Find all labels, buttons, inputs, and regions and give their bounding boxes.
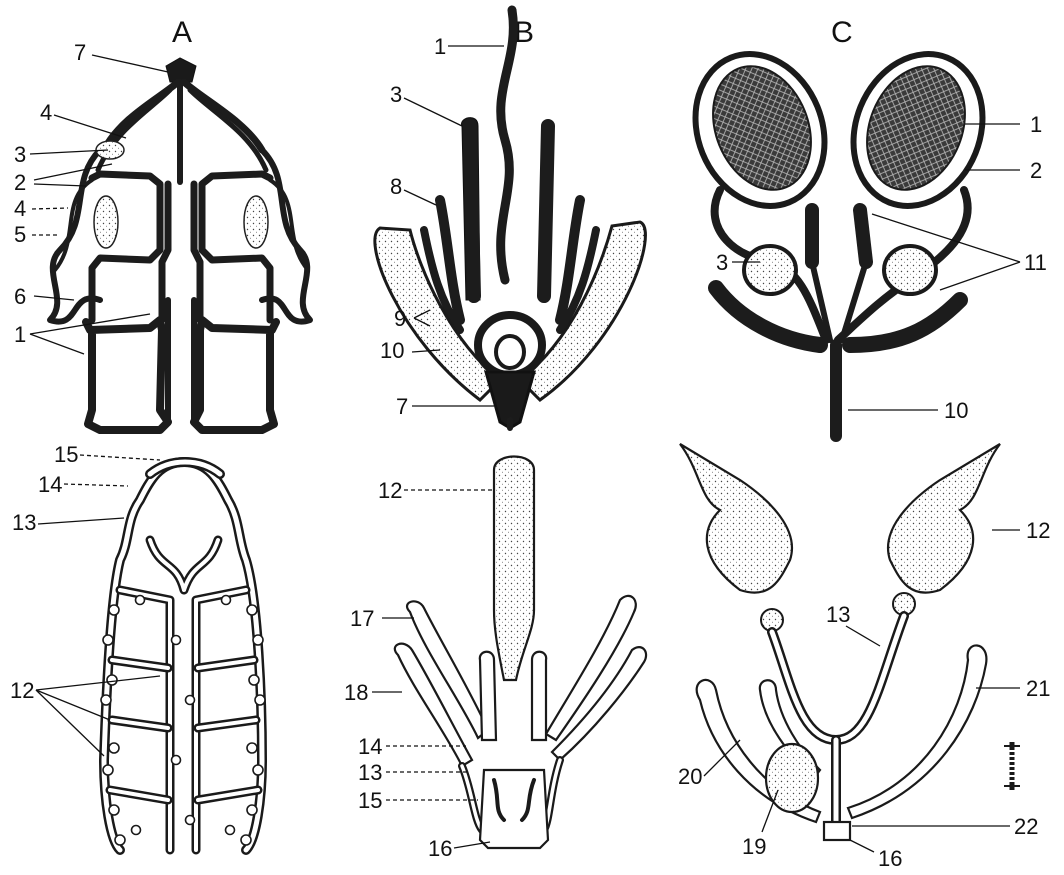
label-e-18: 18 — [344, 680, 368, 705]
label-e-17: 17 — [350, 606, 374, 631]
label-e-16: 16 — [428, 836, 452, 861]
label-d-12: 12 — [10, 678, 34, 703]
label-c-1: 1 — [1030, 112, 1042, 137]
label-b-7: 7 — [396, 394, 408, 419]
label-b-8: 8 — [390, 174, 402, 199]
label-f-20: 20 — [678, 764, 702, 789]
panel-d-drawing — [101, 462, 265, 850]
label-b-10: 10 — [380, 338, 404, 363]
label-e-13: 13 — [358, 760, 382, 785]
label-a-1: 1 — [14, 322, 26, 347]
label-b-9: 9 — [394, 306, 406, 331]
panel-a-drawing — [50, 58, 310, 430]
panel-label-c: C — [831, 16, 853, 49]
label-d-15: 15 — [54, 442, 78, 467]
label-a-5: 5 — [14, 222, 26, 247]
panel-f-drawing — [680, 444, 1000, 840]
label-d-13: 13 — [12, 510, 36, 535]
label-a-4-top: 4 — [40, 100, 52, 125]
panel-e-drawing — [395, 457, 646, 849]
label-f-12: 12 — [1026, 518, 1050, 543]
label-a-4-bottom: 4 — [14, 196, 26, 221]
label-a-3: 3 — [14, 142, 26, 167]
label-f-13: 13 — [826, 602, 850, 627]
label-d-14: 14 — [38, 472, 62, 497]
label-c-2: 2 — [1030, 158, 1042, 183]
label-c-10: 10 — [944, 398, 968, 423]
label-a-2: 2 — [14, 170, 26, 195]
label-f-21: 21 — [1026, 676, 1050, 701]
artist-signature — [1004, 742, 1020, 790]
label-e-14: 14 — [358, 734, 382, 759]
label-f-16: 16 — [878, 846, 902, 871]
label-f-19: 19 — [742, 834, 766, 859]
label-b-1: 1 — [434, 34, 446, 59]
label-a-7: 7 — [74, 40, 86, 65]
panel-label-a: A — [172, 16, 192, 49]
label-f-22: 22 — [1014, 814, 1038, 839]
panel-b-drawing — [375, 10, 646, 428]
label-a-6: 6 — [14, 284, 26, 309]
label-c-11: 11 — [1024, 250, 1047, 275]
label-e-12: 12 — [378, 478, 402, 503]
label-b-3: 3 — [390, 82, 402, 107]
label-c-3: 3 — [716, 250, 728, 275]
label-e-15: 15 — [358, 788, 382, 813]
panel-c-drawing — [673, 34, 1004, 436]
